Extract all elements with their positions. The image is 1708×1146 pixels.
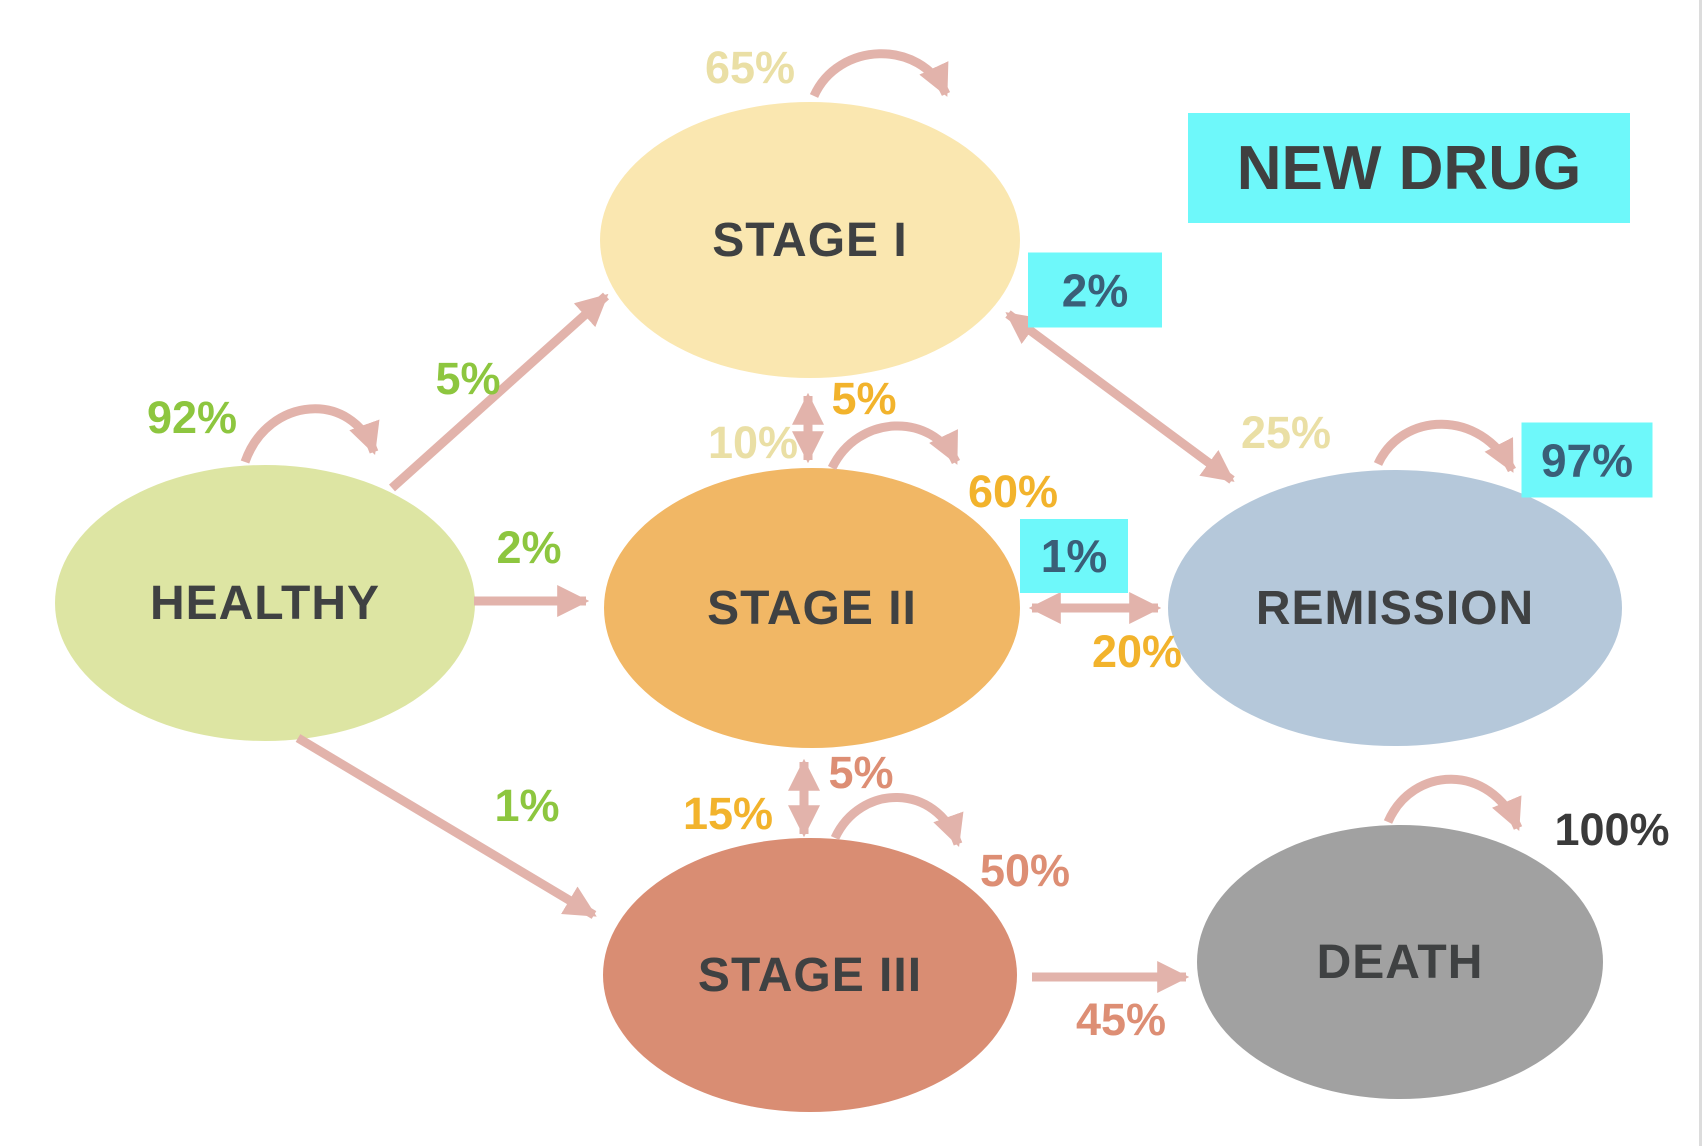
new-drug-badge: NEW DRUG bbox=[1188, 113, 1630, 223]
label-stage3-to-stage2-5: 5% bbox=[828, 747, 894, 798]
label-remission-self-97-highlight: 97% bbox=[1521, 422, 1653, 498]
arrow-stage1-self-loop bbox=[809, 49, 951, 99]
node-healthy-label: HEALTHY bbox=[149, 576, 381, 630]
label-stage3-self-50: 50% bbox=[979, 845, 1071, 896]
node-healthy: HEALTHY bbox=[55, 465, 475, 741]
label-healthy-to-stage3-1: 1% bbox=[494, 780, 560, 831]
label-remission-to-stage1-2-highlight: 2% bbox=[1028, 252, 1162, 328]
label-healthy-to-stage2-2: 2% bbox=[496, 522, 562, 573]
label-stage3-to-death-45: 45% bbox=[1075, 994, 1167, 1045]
node-stage-3-label: STAGE III bbox=[697, 948, 923, 1002]
node-remission: REMISSION bbox=[1168, 470, 1622, 746]
node-stage-1-label: STAGE I bbox=[712, 213, 908, 267]
arrow-stage3-self-loop bbox=[830, 793, 964, 848]
label-healthy-self-92: 92% bbox=[146, 392, 238, 443]
node-stage-3: STAGE III bbox=[603, 838, 1017, 1112]
label-stage2-to-stage3-15: 15% bbox=[682, 788, 774, 839]
label-stage2-to-remission-20: 20% bbox=[1091, 626, 1183, 677]
node-stage-1: STAGE I bbox=[600, 102, 1020, 378]
arrow-stage2-self-loop bbox=[827, 421, 961, 471]
arrow-death-self-loop bbox=[1383, 774, 1523, 831]
arrow-stage1-remission-two-way bbox=[1005, 310, 1235, 484]
label-stage2-to-stage1-5: 5% bbox=[831, 373, 897, 424]
label-stage1-to-remission-25: 25% bbox=[1240, 407, 1332, 458]
label-stage1-self-65: 65% bbox=[704, 42, 796, 93]
label-healthy-to-stage1-5: 5% bbox=[435, 353, 501, 404]
label-stage1-to-stage2-10: 10% bbox=[707, 417, 799, 468]
node-remission-label: REMISSION bbox=[1255, 581, 1535, 635]
label-remission-to-stage2-1-highlight: 1% bbox=[1020, 519, 1128, 593]
arrow-healthy-self-loop bbox=[240, 404, 380, 464]
node-death-label: DEATH bbox=[1316, 935, 1484, 989]
label-death-self-100: 100% bbox=[1554, 804, 1670, 855]
slide-edge-line bbox=[1699, 0, 1702, 1146]
node-stage-2-label: STAGE II bbox=[707, 581, 917, 635]
node-stage-2: STAGE II bbox=[604, 468, 1020, 748]
label-stage2-self-60: 60% bbox=[967, 466, 1059, 517]
arrow-remission-self-loop bbox=[1373, 419, 1516, 473]
node-death: DEATH bbox=[1197, 825, 1603, 1099]
